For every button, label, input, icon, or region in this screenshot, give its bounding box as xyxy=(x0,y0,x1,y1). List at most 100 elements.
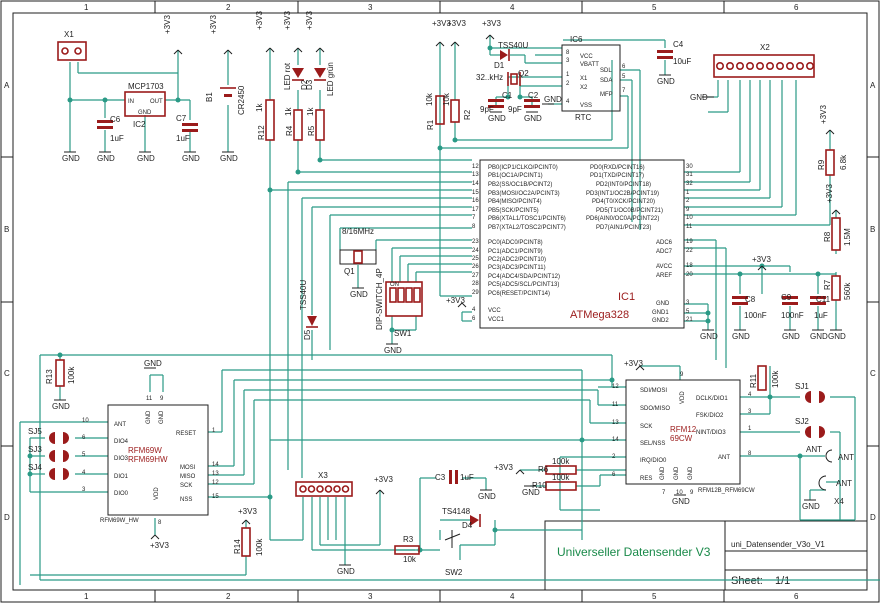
frame-row-left-D: D xyxy=(4,513,10,522)
diode-d5: TSS40U D5 xyxy=(299,280,318,340)
mcu-pin-num-right-1: 1 xyxy=(686,190,690,196)
resistor-r6: R6 100k xyxy=(538,457,577,475)
rtc-pin-sda: SDA xyxy=(600,78,612,84)
resistor-r13: R13 100k xyxy=(45,359,76,387)
rfm69-pin-num-left-4: 4 xyxy=(82,470,86,476)
gnd-symbol-2: GND xyxy=(137,151,155,163)
mcu-pin-pb2: PB2(SS/OC1B/PCINT2) xyxy=(488,182,552,188)
x3-ref: X3 xyxy=(318,471,328,480)
mcu-pin-vcc: VCC xyxy=(488,308,501,314)
mcu-pin-num-right-2: 2 xyxy=(686,198,690,204)
mcu-pin-num-right-30: 30 xyxy=(686,164,693,170)
r7-value: 560k xyxy=(843,282,852,300)
rfm69-pin-num-top-2: 9 xyxy=(160,396,164,402)
x2-pin xyxy=(775,61,784,70)
q1-value: 8/16MHz xyxy=(342,227,374,236)
vcc-3v3-label-1: +3V3 xyxy=(209,15,218,34)
rfm69-pin-num-right-12: 12 xyxy=(212,480,219,486)
rtc-pin-num-right-2: 7 xyxy=(622,88,626,94)
r3-ref: R3 xyxy=(403,535,414,544)
vcc-3v3-label-10: +3V3 xyxy=(752,255,771,264)
gnd-symbol-8: GND xyxy=(657,74,675,86)
mcu-pin-gnd: GND xyxy=(656,301,670,307)
r5-value: 1k xyxy=(306,107,315,116)
capacitor-c1: C1 9pF xyxy=(480,91,513,114)
gnd-symbol-1: GND xyxy=(97,151,115,163)
power-symbols: +3V3+3V3+3V3+3V3+3V3+3V3+3V3+3V3+3V3+3V3… xyxy=(52,11,846,576)
resistor-r10: R10 100k xyxy=(532,473,577,491)
mcu-pin-pb5: PB5(SCK/PCINT5) xyxy=(488,208,539,214)
gnd-symbol-12: GND xyxy=(732,329,750,341)
frame-col-top-4: 4 xyxy=(510,3,515,12)
mcu-pin-pb3: PB3(MOSI/OC2A/PCINT3) xyxy=(488,191,560,197)
c8-ref: C8 xyxy=(745,295,756,304)
mcu-pin-pd5: PD5(T1/OC0B/PCINT21) xyxy=(596,208,663,214)
jumper-sj1: SJ1 xyxy=(795,382,825,403)
frame-row-left-C: C xyxy=(4,369,10,378)
rfm69-pin-gnd-2: GND xyxy=(159,410,165,424)
r3-value: 10k xyxy=(403,555,417,564)
rfm12-pin-nint: NINT/DIO3 xyxy=(696,430,726,436)
dip-label: DIP-SWITCH_4P xyxy=(375,268,384,330)
rtc-pin-num-left-3: 2 xyxy=(566,81,570,87)
mcu-pin-num-right-31: 31 xyxy=(686,172,693,178)
r13-ref: R13 xyxy=(45,369,54,384)
gnd-label-3: GND xyxy=(182,154,200,163)
file-name: uni_Datensender_V3o_V1 xyxy=(731,540,825,549)
x1-ref: X1 xyxy=(64,30,74,39)
rtc-pin-num-right-0: 6 xyxy=(622,64,626,70)
vcc-3v3-label-5: +3V3 xyxy=(432,19,451,28)
rfm12-pin-vdd: VDD xyxy=(680,391,686,404)
gnd-symbol-22: GND xyxy=(802,499,820,511)
diode-d4: TS4148 D4 xyxy=(442,507,481,530)
sj1-ref: SJ1 xyxy=(795,382,809,391)
x4-ref: X4 xyxy=(834,497,844,506)
gnd-symbol-17: GND xyxy=(144,359,162,369)
mcu-pin-num-left-15: 15 xyxy=(472,190,479,196)
r9-ref: R9 xyxy=(817,159,826,170)
schematic-title: Universeller Datensender V3 xyxy=(557,545,711,559)
resistor-r9: R9 6.8k xyxy=(817,149,848,176)
rfm69-pin-num-left-6: 6 xyxy=(82,435,86,441)
rfm12-pin-num-right-1: 1 xyxy=(748,426,752,432)
mcu-pin-pc6: PC6(RESET/PCINT14) xyxy=(488,291,550,297)
vcc-3v3-symbol-1: +3V3 xyxy=(209,15,233,55)
vcc-3v3-label-8: +3V3 xyxy=(819,105,828,124)
r8-ref: R8 xyxy=(823,231,832,242)
rfm12-pin-sel: SEL/NSS xyxy=(640,441,665,447)
rfm69-name2: RFM69HW xyxy=(128,455,168,464)
gnd-label-18: GND xyxy=(337,567,355,576)
solder-jumpers: SJ5 SJ3 SJ4 SJ1 SJ2 xyxy=(28,382,825,480)
rfm12-pin-sdo: SDO/MISO xyxy=(640,406,670,412)
vcc-3v3-symbol-11: +3V3 xyxy=(446,296,467,308)
title-block: Universeller Datensender V3 uni_Datensen… xyxy=(544,520,868,591)
vcc-3v3-symbol-2: +3V3 xyxy=(255,11,275,53)
mcu-pin-num-left-14: 14 xyxy=(472,181,479,187)
mcu-pin-num-right-19: 19 xyxy=(686,239,693,245)
mcu-pin-num-right-20: 20 xyxy=(686,272,693,278)
rfm69-pin-dio1: DIO1 xyxy=(114,474,129,480)
c4-value: 10uF xyxy=(673,57,691,66)
sj3-ref: SJ3 xyxy=(28,445,42,454)
vcc-3v3-symbol-16: +3V3 xyxy=(374,475,393,495)
rfm69-pin-ant: ANT xyxy=(114,422,126,428)
mcu-pin-adc6: ADC6 xyxy=(656,240,673,246)
antenna-symbols: ANT ANT ANT X4 xyxy=(806,445,854,506)
connector-x2: X2 xyxy=(713,43,815,78)
mcu-pin-num-left-23: 23 xyxy=(472,239,479,245)
gnd-label-4: GND xyxy=(220,154,238,163)
x2-pin xyxy=(795,61,804,70)
vcc-3v3-label-15: +3V3 xyxy=(238,507,257,516)
d5-value: TSS40U xyxy=(299,280,308,310)
vcc-3v3-symbol-4: +3V3 xyxy=(305,11,325,53)
capacitor-c2: C2 9pF xyxy=(508,91,540,114)
rfm12-pin-num-left-6: 6 xyxy=(612,472,616,478)
antenna-label-2: ANT xyxy=(806,445,822,454)
q2-value: 32..kHz xyxy=(476,73,503,82)
gnd-symbol-7: GND xyxy=(542,95,562,105)
mcu-pin-pc5: PC5(ADC5/SCL/PCINT13) xyxy=(488,282,559,288)
jumper-sj2: SJ2 xyxy=(795,417,825,438)
mcu-pin-num-left-25: 25 xyxy=(472,256,479,262)
rfm69-pin-num-vdd: 8 xyxy=(158,520,162,526)
mcu-pin-num-right-5: 5 xyxy=(686,309,690,315)
